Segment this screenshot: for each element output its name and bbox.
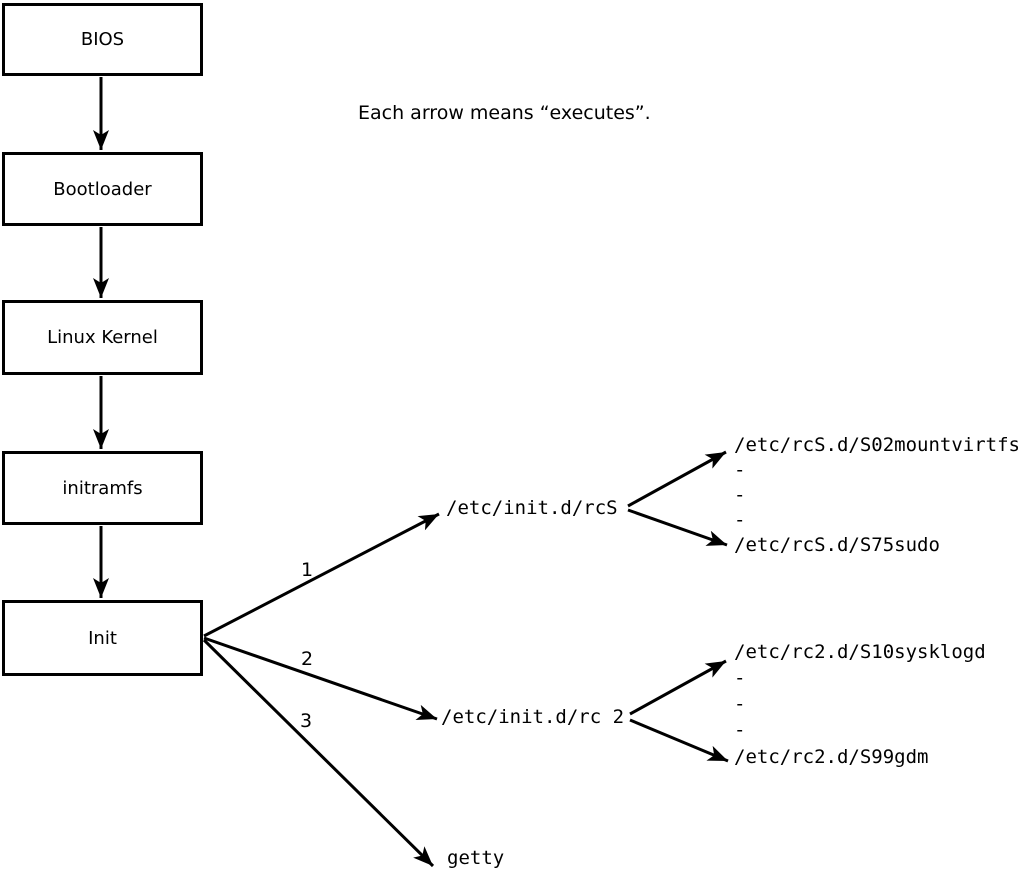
arrow-label-1: 1: [301, 559, 314, 581]
arrow-rc2-to-s10sysklogd: [629, 659, 727, 716]
arrow-init-to-getty: [202, 638, 435, 868]
rc2-child-s99gdm: /etc/rc2.d/S99gdm: [734, 746, 929, 768]
rc2-child-ellipsis-3: -: [734, 719, 746, 741]
rcs-child-s02mountvirtfs: /etc/rcS.d/S02mountvirtfs: [734, 434, 1020, 456]
arrow-rc2-to-s99gdm: [629, 718, 729, 763]
rcs-child-s75sudo: /etc/rcS.d/S75sudo: [734, 534, 940, 556]
target-rc2-script: /etc/init.d/rc 2: [441, 706, 625, 728]
rcs-child-ellipsis-2: -: [734, 484, 746, 506]
rc2-child-ellipsis-2: -: [734, 693, 746, 715]
box-bios: BIOS: [2, 3, 203, 76]
target-getty: getty: [447, 847, 505, 869]
box-init: Init: [2, 600, 203, 676]
rc2-child-s10sysklogd: /etc/rc2.d/S10sysklogd: [734, 641, 986, 663]
box-initramfs: initramfs: [2, 451, 203, 525]
arrow-label-3: 3: [300, 710, 313, 732]
box-init-label: Init: [88, 627, 117, 649]
arrow-rcs-to-s75sudo: [627, 508, 728, 547]
rcs-child-ellipsis-3: -: [734, 509, 746, 531]
target-rcs-script: /etc/init.d/rcS: [446, 497, 618, 519]
rcs-child-ellipsis-1: -: [734, 459, 746, 481]
arrow-rcs-to-s02mountvirtfs: [627, 450, 727, 508]
rc2-child-ellipsis-1: -: [734, 667, 746, 689]
box-linux-kernel-label: Linux Kernel: [47, 327, 158, 348]
legend-note: Each arrow means “executes”.: [358, 102, 651, 124]
box-bootloader-label: Bootloader: [53, 178, 152, 200]
box-linux-kernel: Linux Kernel: [2, 300, 203, 375]
arrow-init-to-rcs: [203, 512, 440, 638]
arrow-init-to-rc2: [203, 636, 438, 721]
arrow-label-2: 2: [301, 648, 314, 670]
box-bootloader: Bootloader: [2, 152, 203, 226]
box-initramfs-label: initramfs: [62, 477, 143, 499]
box-bios-label: BIOS: [80, 29, 125, 50]
